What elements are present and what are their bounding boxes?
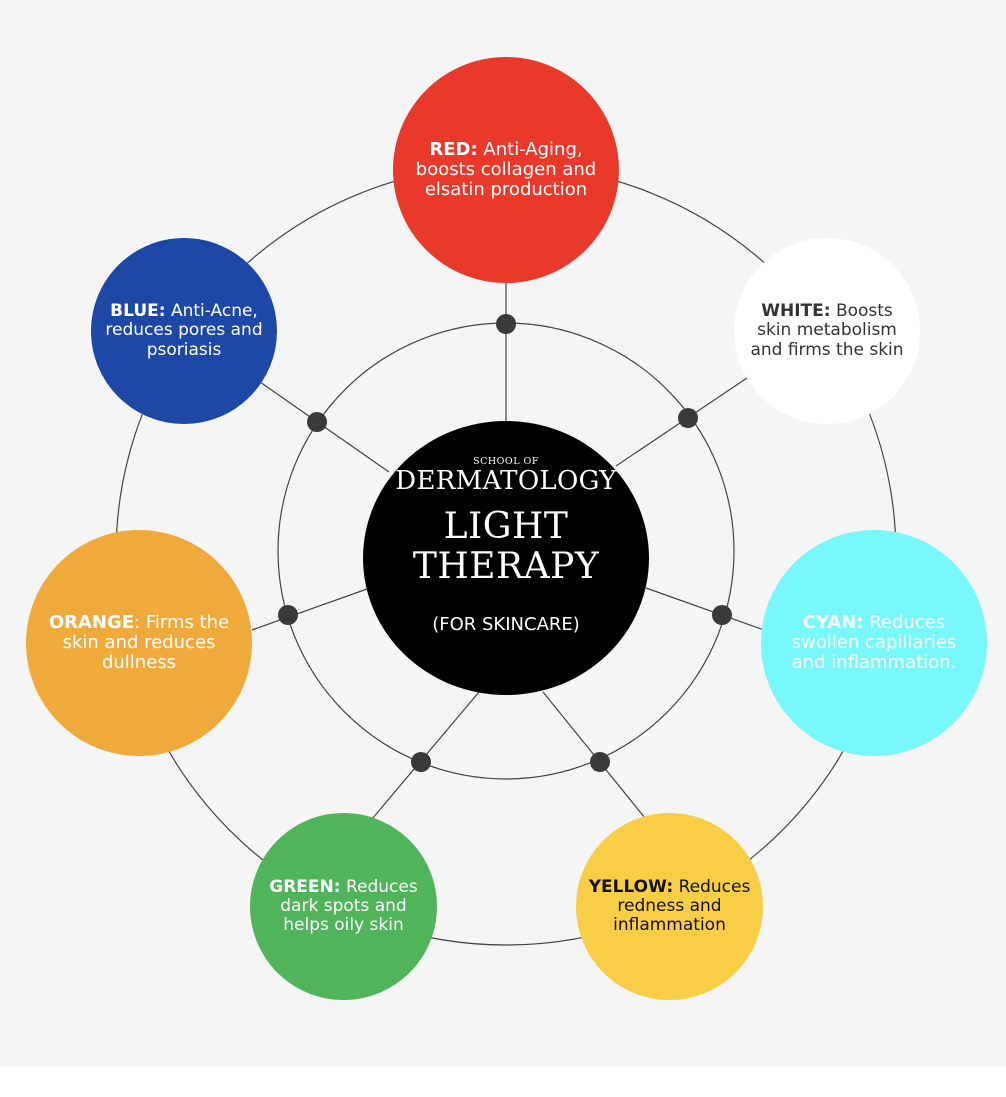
node-white-description: Boosts skin metabolism and firms the ski… — [750, 301, 904, 360]
node-green-description: Reduces dark spots and helps oily skin — [280, 876, 418, 936]
center-title: LIGHT THERAPY — [363, 506, 649, 588]
node-orange-label: ORANGE — [48, 611, 135, 633]
spoke-cyan — [645, 587, 765, 631]
connector-dot-green — [411, 752, 431, 772]
center-subtitle: (FOR SKINCARE) — [432, 614, 580, 635]
center-hub: SCHOOL OF DERMATOLOGY LIGHT THERAPY (FOR… — [363, 421, 649, 695]
center-title-line1: LIGHT — [443, 506, 569, 547]
connector-dot-cyan — [712, 605, 732, 625]
connector-dot-orange — [278, 605, 298, 625]
node-blue-text: BLUE: Anti-Acne, reduces pores and psori… — [101, 302, 267, 359]
center-school: SCHOOL OF — [473, 456, 539, 467]
node-white-text: WHITE: Boosts skin metabolism and firms … — [746, 302, 908, 359]
node-orange: ORANGE: Firms the skin and reduces dulln… — [26, 530, 252, 756]
connector-dot-white — [678, 408, 698, 428]
node-blue-label: BLUE: — [110, 301, 166, 322]
connector-dot-yellow — [590, 752, 610, 772]
node-red: RED: Anti-Aging, boosts collagen and els… — [393, 57, 619, 283]
node-yellow-label: YELLOW: — [588, 876, 674, 897]
node-green: GREEN: Reduces dark spots and helps oily… — [250, 813, 437, 1000]
connector-dot-blue — [307, 412, 327, 432]
node-cyan-label: CYAN: — [802, 611, 864, 633]
node-red-text: RED: Anti-Aging, boosts collagen and els… — [411, 138, 601, 201]
spoke-orange — [251, 588, 368, 631]
node-orange-text: ORANGE: Firms the skin and reduces dulln… — [40, 611, 238, 674]
node-green-label: GREEN: — [269, 876, 341, 897]
node-red-label: RED: — [429, 138, 478, 160]
node-yellow-description: Reduces redness and inflammation — [613, 876, 751, 936]
node-cyan: CYAN: Reduces swollen capillaries and in… — [761, 530, 987, 756]
node-blue: BLUE: Anti-Acne, reduces pores and psori… — [91, 238, 277, 424]
center-dermatology: DERMATOLOGY — [395, 466, 617, 496]
node-yellow-text: YELLOW: Reduces redness and inflammation — [586, 876, 753, 936]
node-green-text: GREEN: Reduces dark spots and helps oily… — [262, 876, 425, 936]
node-white-label: WHITE: — [761, 301, 831, 322]
node-cyan-description: Reduces swollen capillaries and inflamma… — [791, 611, 957, 674]
node-orange-description: : Firms the skin and reduces dullness — [62, 611, 230, 674]
node-yellow: YELLOW: Reduces redness and inflammation — [576, 813, 763, 1000]
node-white: WHITE: Boosts skin metabolism and firms … — [734, 238, 920, 424]
node-blue-description: Anti-Acne, reduces pores and psoriasis — [105, 301, 263, 360]
connector-dot-red — [496, 314, 516, 334]
node-cyan-text: CYAN: Reduces swollen capillaries and in… — [779, 611, 969, 674]
center-title-line2: THERAPY — [412, 546, 600, 588]
node-red-description: Anti-Aging, boosts collagen and elsatin … — [415, 138, 597, 201]
connector-layer — [115, 164, 897, 946]
